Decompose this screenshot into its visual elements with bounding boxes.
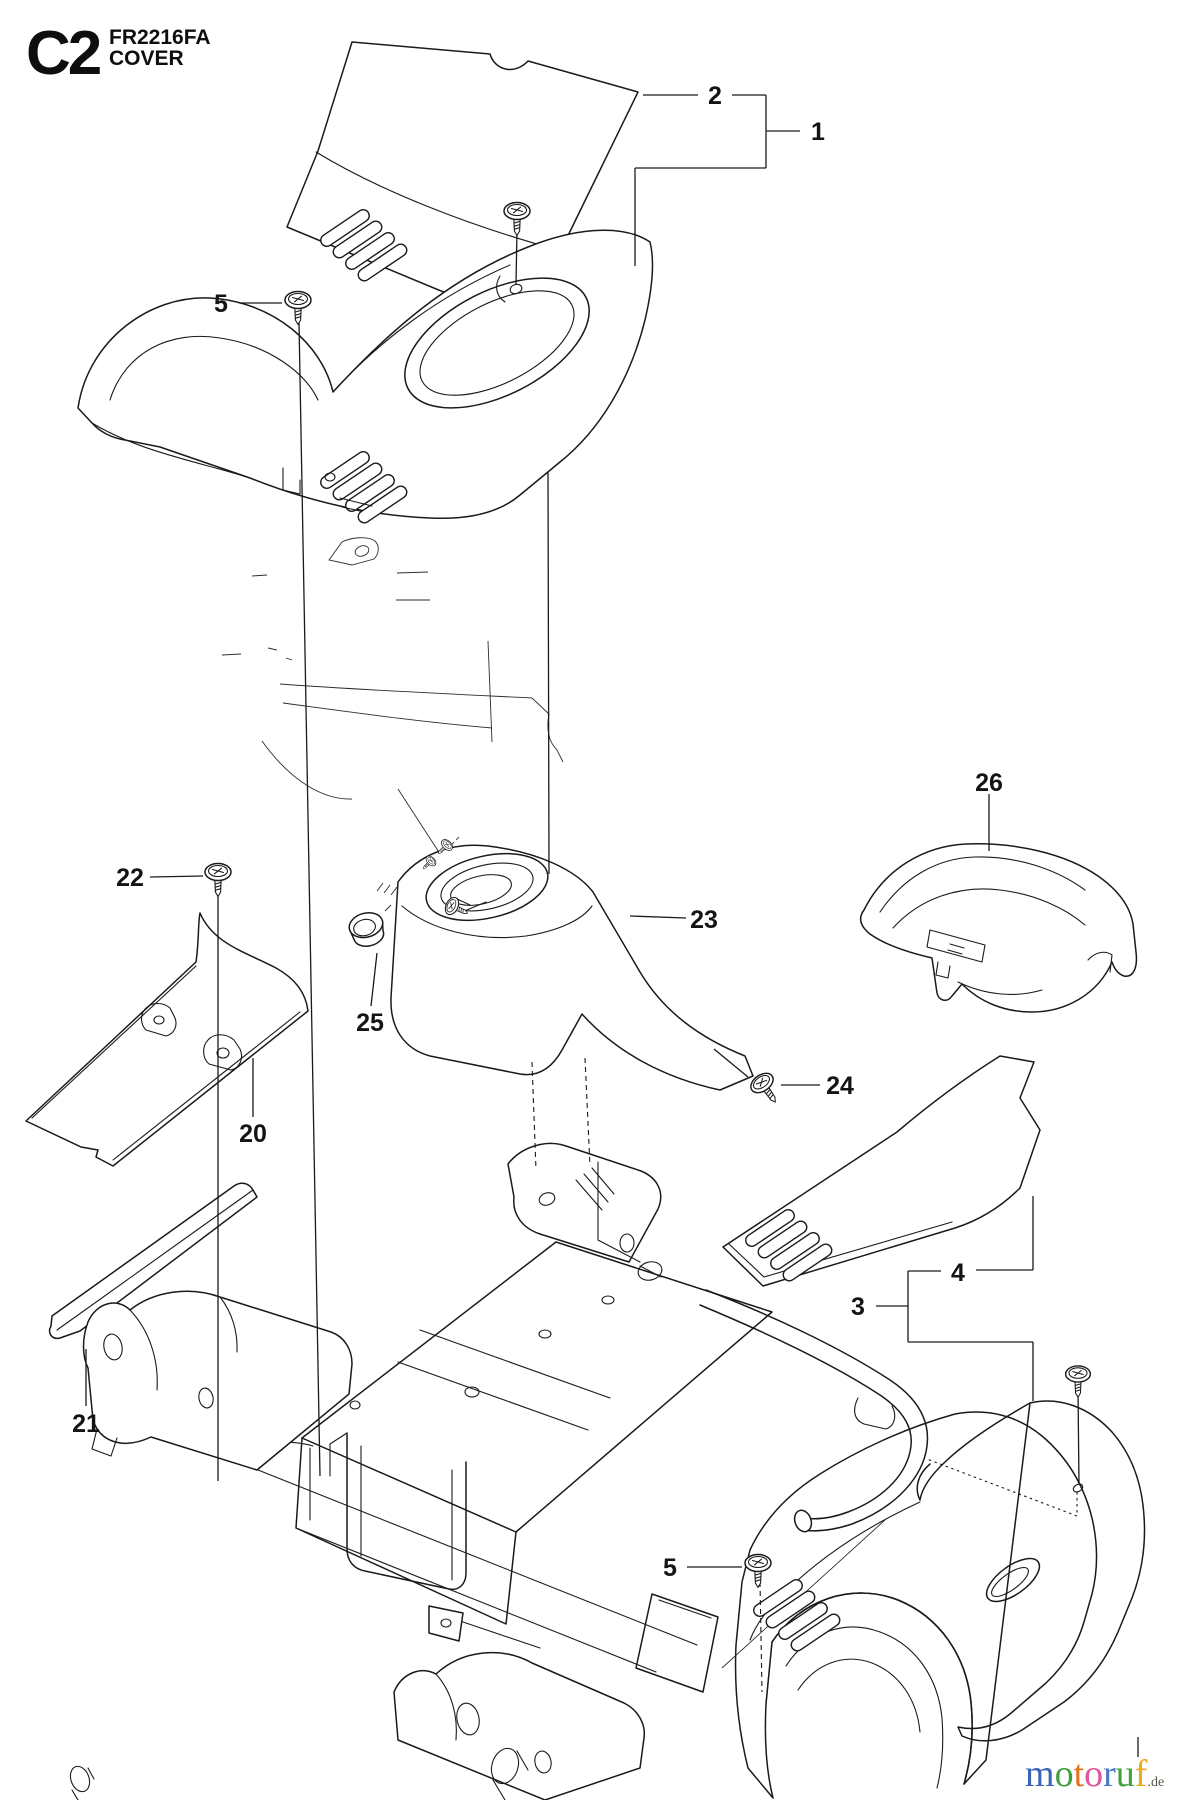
part-console-cover [390,844,754,1091]
page-section-code: C2 [26,19,102,88]
model-number: FR2216FA [109,26,211,49]
callout-2: 2 [708,82,722,110]
part-upper-floor-panel [286,41,639,304]
screw-icon [1064,1365,1092,1398]
ghost-outline-sketch [221,537,564,912]
callout-1: 1 [811,118,825,146]
part-rear-cover [859,843,1138,1013]
callout-4: 4 [951,1259,965,1287]
part-trim-strip [48,1182,258,1340]
callout-25: 25 [356,1009,384,1037]
part-right-floor-panel [722,1055,1041,1287]
screw-icon [284,290,312,326]
motoruf-logo[interactable]: motoruf.de [1025,1753,1164,1795]
callout-labels: 2 1 5 22 23 26 25 24 20 4 3 21 5 [72,82,1003,1582]
callout-24: 24 [826,1072,854,1100]
part-left-side-panel [25,912,309,1167]
callout-5-bottom: 5 [663,1554,677,1582]
chassis-frame [69,1142,929,1800]
callout-23: 23 [690,906,718,934]
page-title: COVER [109,47,184,71]
part-lower-right-cover [635,1397,1146,1799]
callout-26: 26 [975,769,1003,797]
callout-3: 3 [851,1293,865,1321]
callout-22: 22 [116,864,144,892]
model-and-title: FR2216FA COVER [109,27,211,70]
part-main-cover [77,229,654,526]
callout-leader-lines [85,94,1139,1757]
callout-5: 5 [214,290,228,318]
callout-21: 21 [72,1410,100,1438]
part-bushing [348,911,385,947]
screw-icon [204,862,232,898]
logo-tld: .de [1147,1775,1164,1790]
callout-20: 20 [239,1120,267,1148]
